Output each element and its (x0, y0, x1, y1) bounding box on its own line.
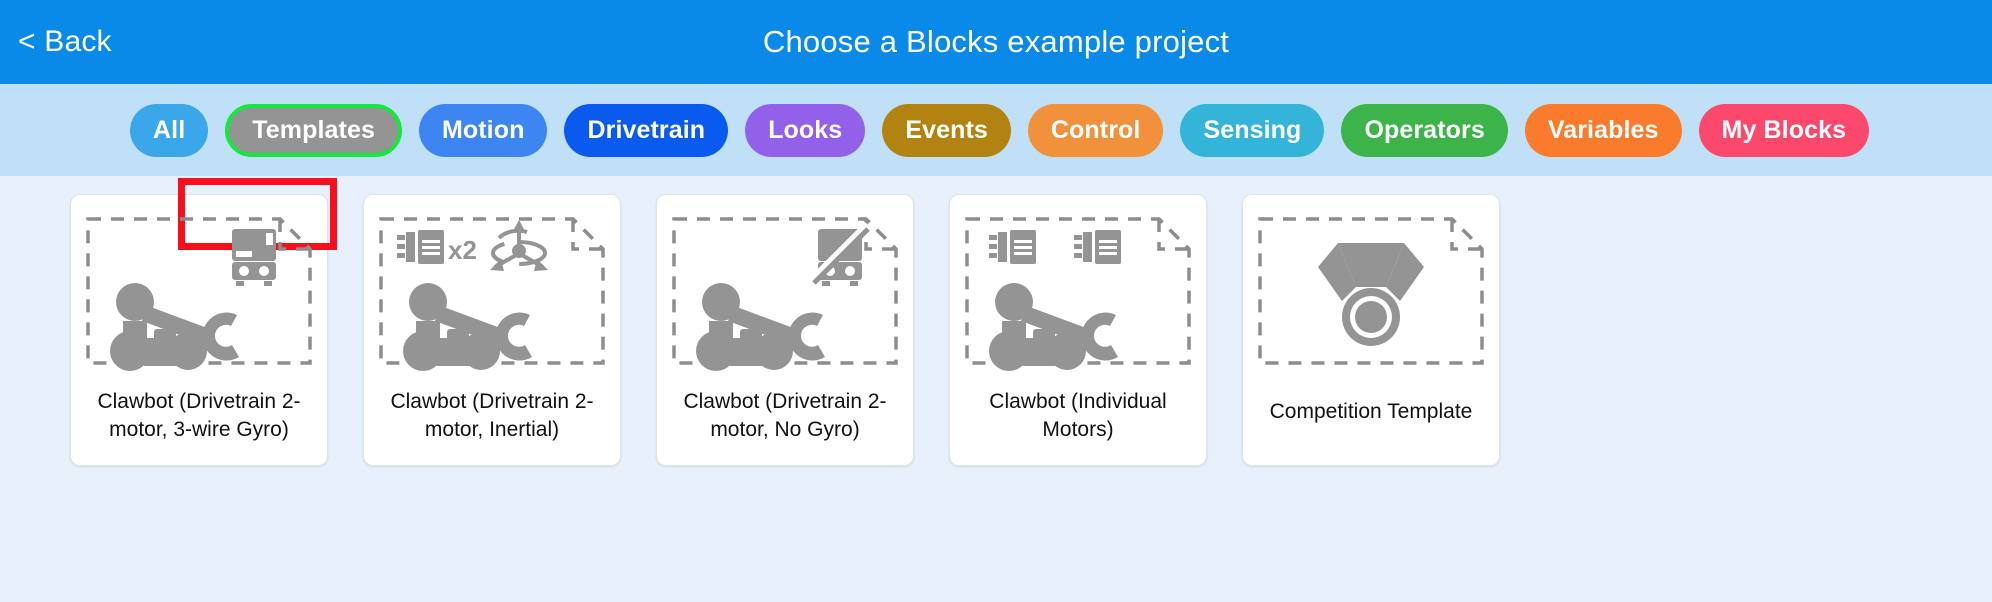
clawbot-robot-icon (110, 283, 239, 371)
category-pill-motion[interactable]: Motion (418, 103, 548, 157)
project-title: Clawbot (Individual Motors) (989, 390, 1167, 441)
category-pill-operators[interactable]: Operators (1341, 103, 1508, 157)
medal-icon (1318, 243, 1424, 346)
page-header: < Back Choose a Blocks example project (0, 0, 1992, 84)
project-card-competition-template[interactable]: Competition Template (1242, 194, 1500, 466)
inertial-sensor-icon (490, 220, 548, 271)
page-title: Choose a Blocks example project (762, 24, 1230, 59)
category-pill-looks[interactable]: Looks (745, 103, 866, 157)
motor-icon (989, 230, 1036, 264)
project-title: Clawbot (Drivetrain 2-motor, Inertial) (390, 390, 594, 441)
project-card-clawbot-inertial[interactable]: x2 (363, 194, 621, 466)
project-card-clawbot-individual-motors[interactable]: Clawbot (Individual Motors) (949, 194, 1207, 466)
clawbot-robot-icon (989, 283, 1118, 371)
category-pill-sensing[interactable]: Sensing (1180, 103, 1325, 157)
clawbot-robot-icon (403, 283, 532, 371)
motor-icon (1074, 230, 1121, 264)
category-pill-templates[interactable]: Templates (225, 103, 402, 157)
category-pill-all[interactable]: All (130, 103, 209, 157)
no-gyro-icon (810, 221, 872, 286)
category-pill-drivetrain[interactable]: Drivetrain (564, 103, 729, 157)
project-card-grid: Clawbot (Drivetrain 2-motor, 3-wire Gyro… (0, 176, 1992, 602)
category-pill-variables[interactable]: Variables (1524, 103, 1682, 157)
back-button[interactable]: < Back (18, 25, 112, 58)
project-title: Clawbot (Drivetrain 2-motor, No Gyro) (683, 390, 887, 441)
gyro-sensor-icon (232, 229, 276, 286)
project-title: Competition Template (1269, 400, 1473, 424)
project-card-clawbot-no-gyro[interactable]: Clawbot (Drivetrain 2-motor, No Gyro) (656, 194, 914, 466)
project-title: Clawbot (Drivetrain 2-motor, 3-wire Gyro… (97, 390, 301, 441)
project-thumbnail (666, 205, 904, 373)
clawbot-robot-icon (696, 283, 825, 371)
category-pill-control[interactable]: Control (1027, 103, 1164, 157)
category-filter-bar: All Templates Motion Drivetrain Looks Events C… (0, 84, 1992, 250)
project-thumbnail (1252, 205, 1490, 373)
motor-x2-icon: x2 (397, 230, 477, 265)
category-pill-events[interactable]: Events (882, 103, 1011, 157)
category-pill-my-blocks[interactable]: My Blocks (1698, 103, 1870, 157)
svg-text:x2: x2 (448, 235, 477, 265)
project-thumbnail (80, 205, 318, 373)
project-thumbnail (959, 205, 1197, 373)
project-card-clawbot-3wire-gyro[interactable]: Clawbot (Drivetrain 2-motor, 3-wire Gyro… (70, 194, 328, 466)
project-thumbnail: x2 (373, 205, 611, 373)
